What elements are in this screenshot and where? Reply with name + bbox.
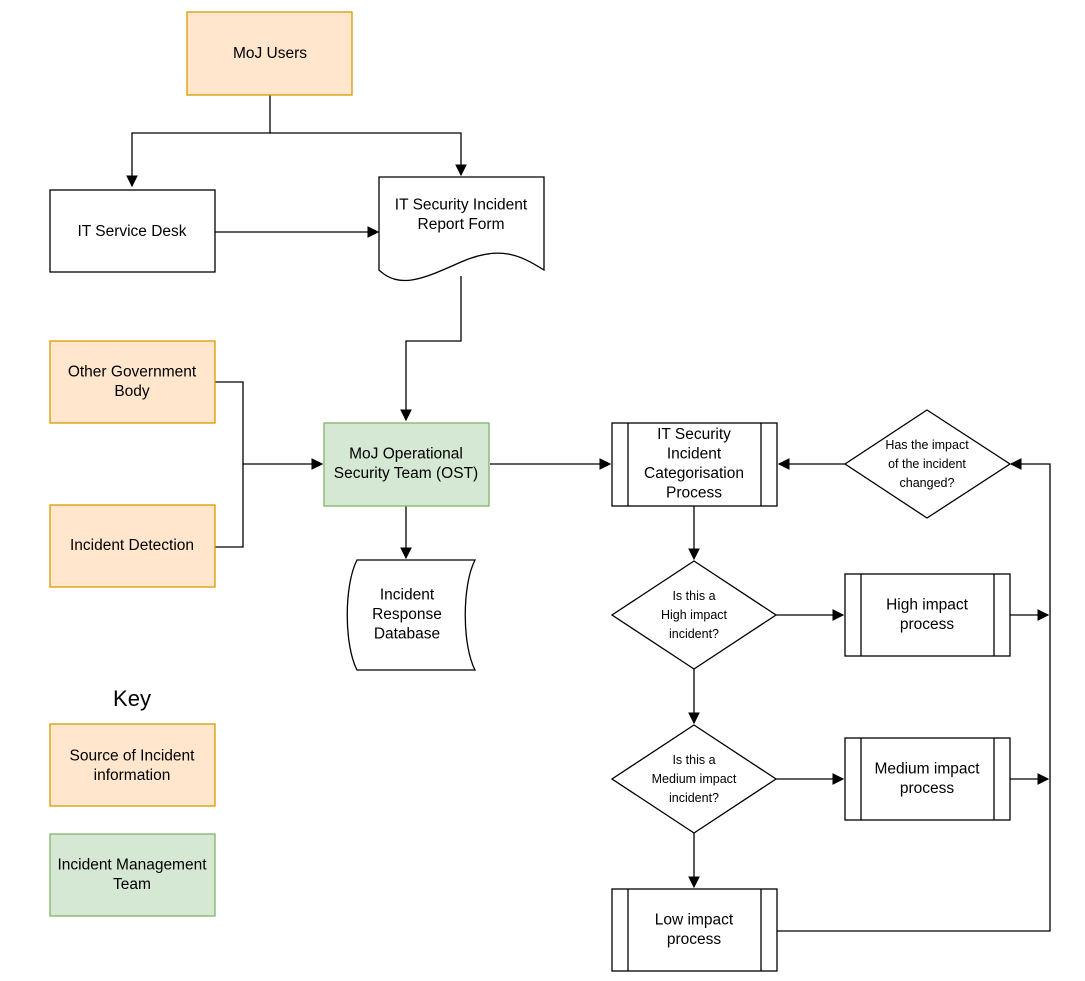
high-impact-diamond <box>610 560 778 670</box>
label-line: Body <box>114 383 150 400</box>
other-gov-body-box <box>49 340 216 424</box>
impact-changed-diamond <box>843 409 1012 519</box>
medium-impact-decision-label: Is this a Medium impact incident? <box>652 753 737 805</box>
incident-detection-box <box>49 504 216 588</box>
high-process-label: High impact process <box>886 596 969 633</box>
high-process-box <box>844 573 1011 657</box>
database-storage-shape <box>346 559 477 671</box>
label-line: IT Service Desk <box>77 223 186 240</box>
incident-detection-node: Incident Detection <box>49 504 216 588</box>
moj-users-label: MoJ Users <box>233 45 307 62</box>
label-line: incident? <box>669 791 719 805</box>
key-legend: Key Source of Incident information Incide… <box>49 686 216 917</box>
label-line: High impact <box>886 596 969 613</box>
incident-detection-label: Incident Detection <box>70 537 194 554</box>
impact-changed-decision: Has the impact of the incident changed? <box>843 409 1012 519</box>
edge-othergov-to-ost <box>215 381 244 548</box>
edge-reportform-to-ost <box>400 276 462 422</box>
label-line: Has the impact <box>885 438 969 452</box>
label-line: Process <box>666 484 722 501</box>
medium-process-box <box>844 737 1011 821</box>
label-line: Incident <box>380 587 435 604</box>
edge-low-process-loop <box>777 458 1051 932</box>
label-line: Report Form <box>418 216 505 233</box>
label-line: IT Security <box>657 426 731 443</box>
label-line: Team <box>113 876 151 893</box>
it-service-desk-node: IT Service Desk <box>49 189 216 273</box>
key-title: Key <box>113 686 151 711</box>
it-service-desk-box <box>49 189 216 273</box>
label-line: process <box>900 780 955 797</box>
label-line: Medium impact <box>652 772 737 786</box>
medium-process-label: Medium impact process <box>874 760 980 797</box>
categorisation-box <box>611 422 778 507</box>
low-process-label: Low impact process <box>655 911 734 948</box>
label-line: Incident Management <box>57 856 207 873</box>
label-line: Incident <box>667 445 722 462</box>
medium-impact-decision: Is this a Medium impact incident? <box>610 724 778 834</box>
label-line: incident? <box>669 627 719 641</box>
label-line: Is this a <box>672 589 715 603</box>
high-process-node: High impact process <box>844 573 1011 657</box>
label-line: of the incident <box>888 457 966 471</box>
label-line: Incident Detection <box>70 537 194 554</box>
label-line: Security Team (OST) <box>334 465 478 482</box>
label-line: Categorisation <box>644 465 744 482</box>
it-service-desk-label: IT Service Desk <box>77 223 186 240</box>
medium-impact-diamond <box>610 724 778 834</box>
low-process-box <box>611 888 778 972</box>
label-line: MoJ Operational <box>349 445 463 462</box>
high-impact-decision: Is this a High impact incident? <box>610 560 778 670</box>
label-line: Source of Incident <box>70 747 196 764</box>
label-line: High impact <box>661 608 728 622</box>
label-line: process <box>900 616 955 633</box>
connectors <box>126 95 1051 932</box>
label-line: Other Government <box>68 363 197 380</box>
medium-process-node: Medium impact process <box>844 737 1011 821</box>
low-process-node: Low impact process <box>611 888 778 972</box>
label-line: IT Security Incident <box>395 196 528 213</box>
edge-users-to-reportform <box>270 132 467 177</box>
label-line: Low impact <box>655 911 734 928</box>
label-line: Response <box>372 606 442 623</box>
high-impact-decision-label: Is this a High impact incident? <box>661 589 728 641</box>
label-line: Database <box>374 626 440 643</box>
moj-users-node: MoJ Users <box>186 11 353 96</box>
moj-users-box <box>186 11 353 96</box>
label-line: changed? <box>900 476 955 490</box>
edge-users-to-servicedesk <box>126 95 271 188</box>
key-source-label: Source of Incident information <box>70 747 196 784</box>
key-team-swatch <box>49 833 216 917</box>
key-source-swatch <box>49 723 216 807</box>
impact-changed-label: Has the impact of the incident changed? <box>885 438 969 490</box>
label-line: Is this a <box>672 753 715 767</box>
label-line: process <box>667 931 722 948</box>
label-line: information <box>94 767 171 784</box>
label-line: Medium impact <box>874 760 980 777</box>
ost-box <box>323 422 490 507</box>
report-form-document-shape <box>378 176 545 282</box>
label-line: MoJ Users <box>233 45 307 62</box>
